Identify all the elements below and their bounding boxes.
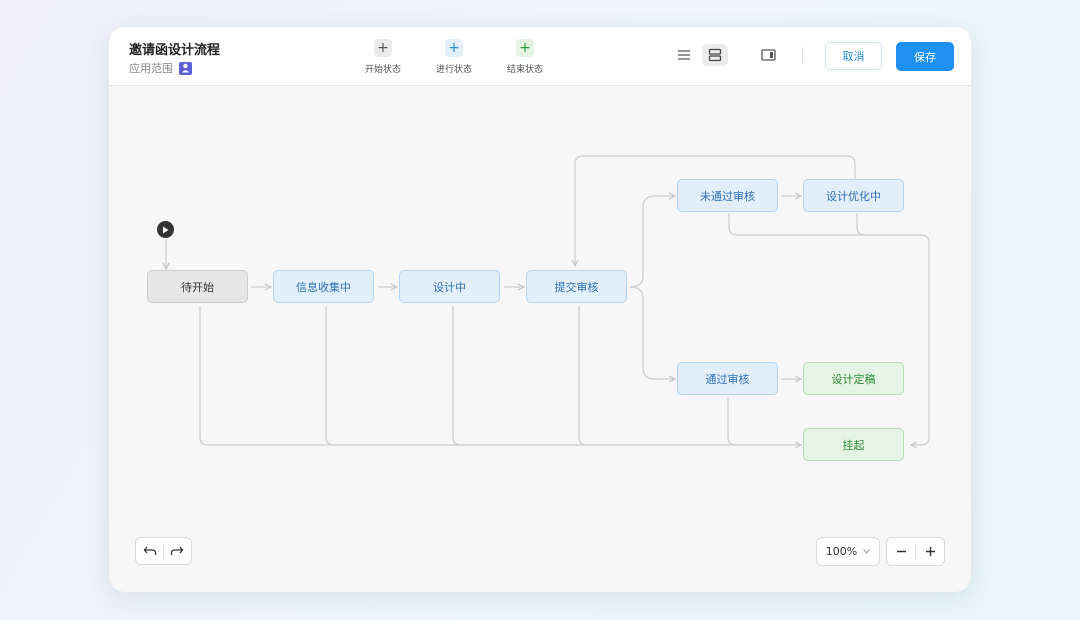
flow-edges — [109, 155, 930, 592]
scope-label: 应用范围 — [129, 62, 173, 75]
cancel-button[interactable]: 取消 — [825, 42, 882, 70]
side-panel-icon[interactable] — [755, 44, 781, 66]
page-title: 邀请函设计流程 — [129, 43, 221, 58]
node-suspended[interactable]: 挂起 — [803, 428, 904, 461]
node-designing[interactable]: 设计中 — [399, 270, 500, 303]
plus-icon: + — [445, 39, 463, 57]
node-pending[interactable]: 待开始 — [147, 270, 248, 303]
node-collecting[interactable]: 信息收集中 — [273, 270, 374, 303]
node-review-passed[interactable]: 通过审核 — [677, 362, 778, 395]
zoom-level-select[interactable]: 100% — [816, 537, 880, 566]
add-progress-state-label: 进行状态 — [435, 65, 472, 75]
card-layout-icon[interactable] — [702, 44, 728, 66]
edge-optimize-review — [575, 155, 856, 266]
top-toolbar: 邀请函设计流程 应用范围 + 开始状态 + 进行状态 + 结束状态 — [109, 27, 971, 86]
user-badge-icon[interactable] — [179, 61, 192, 75]
zoom-divider — [915, 544, 916, 559]
redo-icon[interactable] — [164, 538, 191, 564]
history-controls — [135, 537, 192, 565]
edge-to-suspend-right — [728, 213, 930, 445]
node-finalized[interactable]: 设计定稿 — [803, 362, 904, 395]
save-button[interactable]: 保存 — [896, 42, 954, 71]
zoom-level-value: 100% — [825, 545, 858, 558]
add-start-state-label: 开始状态 — [364, 65, 401, 75]
add-end-state-button[interactable]: + 结束状态 — [495, 39, 555, 75]
node-review-failed[interactable]: 未通过审核 — [677, 179, 778, 212]
undo-icon[interactable] — [136, 538, 163, 564]
list-icon[interactable] — [671, 44, 697, 66]
minus-icon[interactable] — [887, 538, 915, 565]
add-progress-state-button[interactable]: + 进行状态 — [424, 39, 484, 75]
node-optimize[interactable]: 设计优化中 — [803, 179, 904, 212]
editor-window: 邀请函设计流程 应用范围 + 开始状态 + 进行状态 + 结束状态 — [109, 27, 971, 592]
edge-review-passed — [629, 286, 675, 379]
history-divider — [163, 544, 164, 558]
plus-icon[interactable] — [916, 538, 944, 565]
zoom-controls — [886, 537, 945, 566]
plus-icon: + — [374, 39, 392, 57]
play-icon[interactable] — [157, 221, 174, 238]
toolbar-divider — [802, 47, 803, 63]
scope-row[interactable]: 应用范围 — [129, 60, 192, 76]
add-end-state-label: 结束状态 — [506, 65, 543, 75]
flow-canvas[interactable]: 待开始 信息收集中 设计中 提交审核 未通过审核 设计优化中 通过审核 设计定稿… — [109, 86, 971, 592]
add-start-state-button[interactable]: + 开始状态 — [353, 39, 413, 75]
plus-icon: + — [516, 39, 534, 57]
chevron-down-icon — [863, 549, 871, 554]
edge-review-failed — [629, 196, 675, 288]
edge-to-suspend-bottom — [199, 306, 801, 445]
node-submit-review[interactable]: 提交审核 — [526, 270, 627, 303]
